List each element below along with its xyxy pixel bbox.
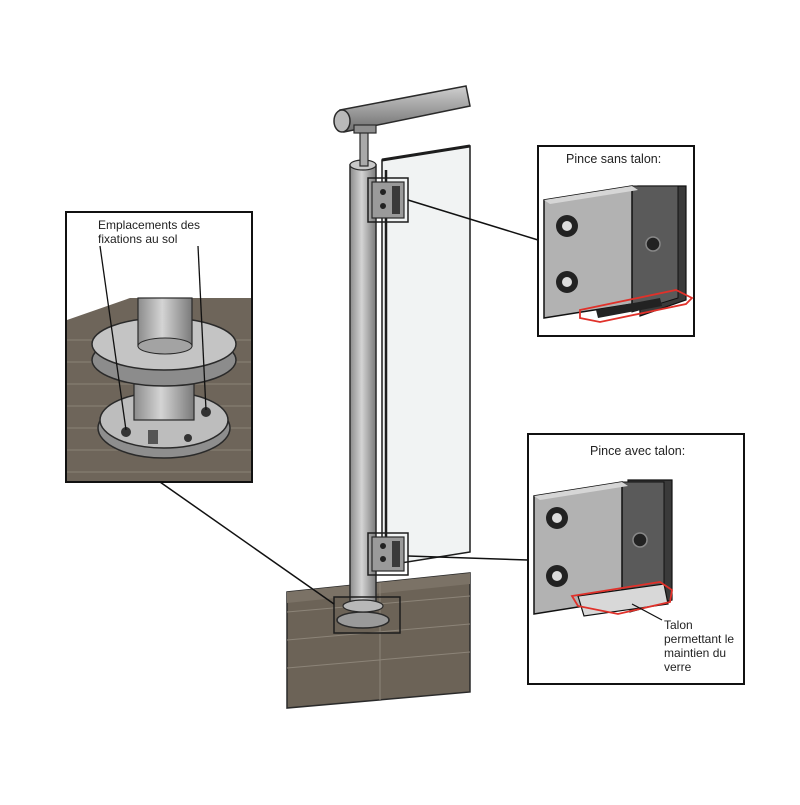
floor-fixings-label-line1: Emplacements des xyxy=(98,218,201,232)
glass-panel xyxy=(381,144,471,567)
clamp-with-heel-box xyxy=(527,433,745,685)
heel-note-line4: verre xyxy=(664,660,692,674)
post-base xyxy=(333,596,401,634)
base-detail-box xyxy=(65,211,253,483)
clamp-without-heel-box xyxy=(537,145,695,337)
clamp-with-heel-title: Pince avec talon: xyxy=(590,444,686,458)
floor-fixings-label-line2: fixations au sol xyxy=(98,232,178,246)
handrail xyxy=(333,85,471,134)
upper-clamp xyxy=(367,177,409,223)
leader-lines xyxy=(159,199,539,605)
lower-clamp xyxy=(367,532,409,576)
clamp-without-heel-title: Pince sans talon: xyxy=(566,152,662,166)
heel-note-line3: maintien du xyxy=(664,646,727,660)
heel-note-line2: permettant le xyxy=(664,632,735,646)
heel-note-line1: Talon xyxy=(664,618,693,632)
floor-slab xyxy=(286,572,471,709)
